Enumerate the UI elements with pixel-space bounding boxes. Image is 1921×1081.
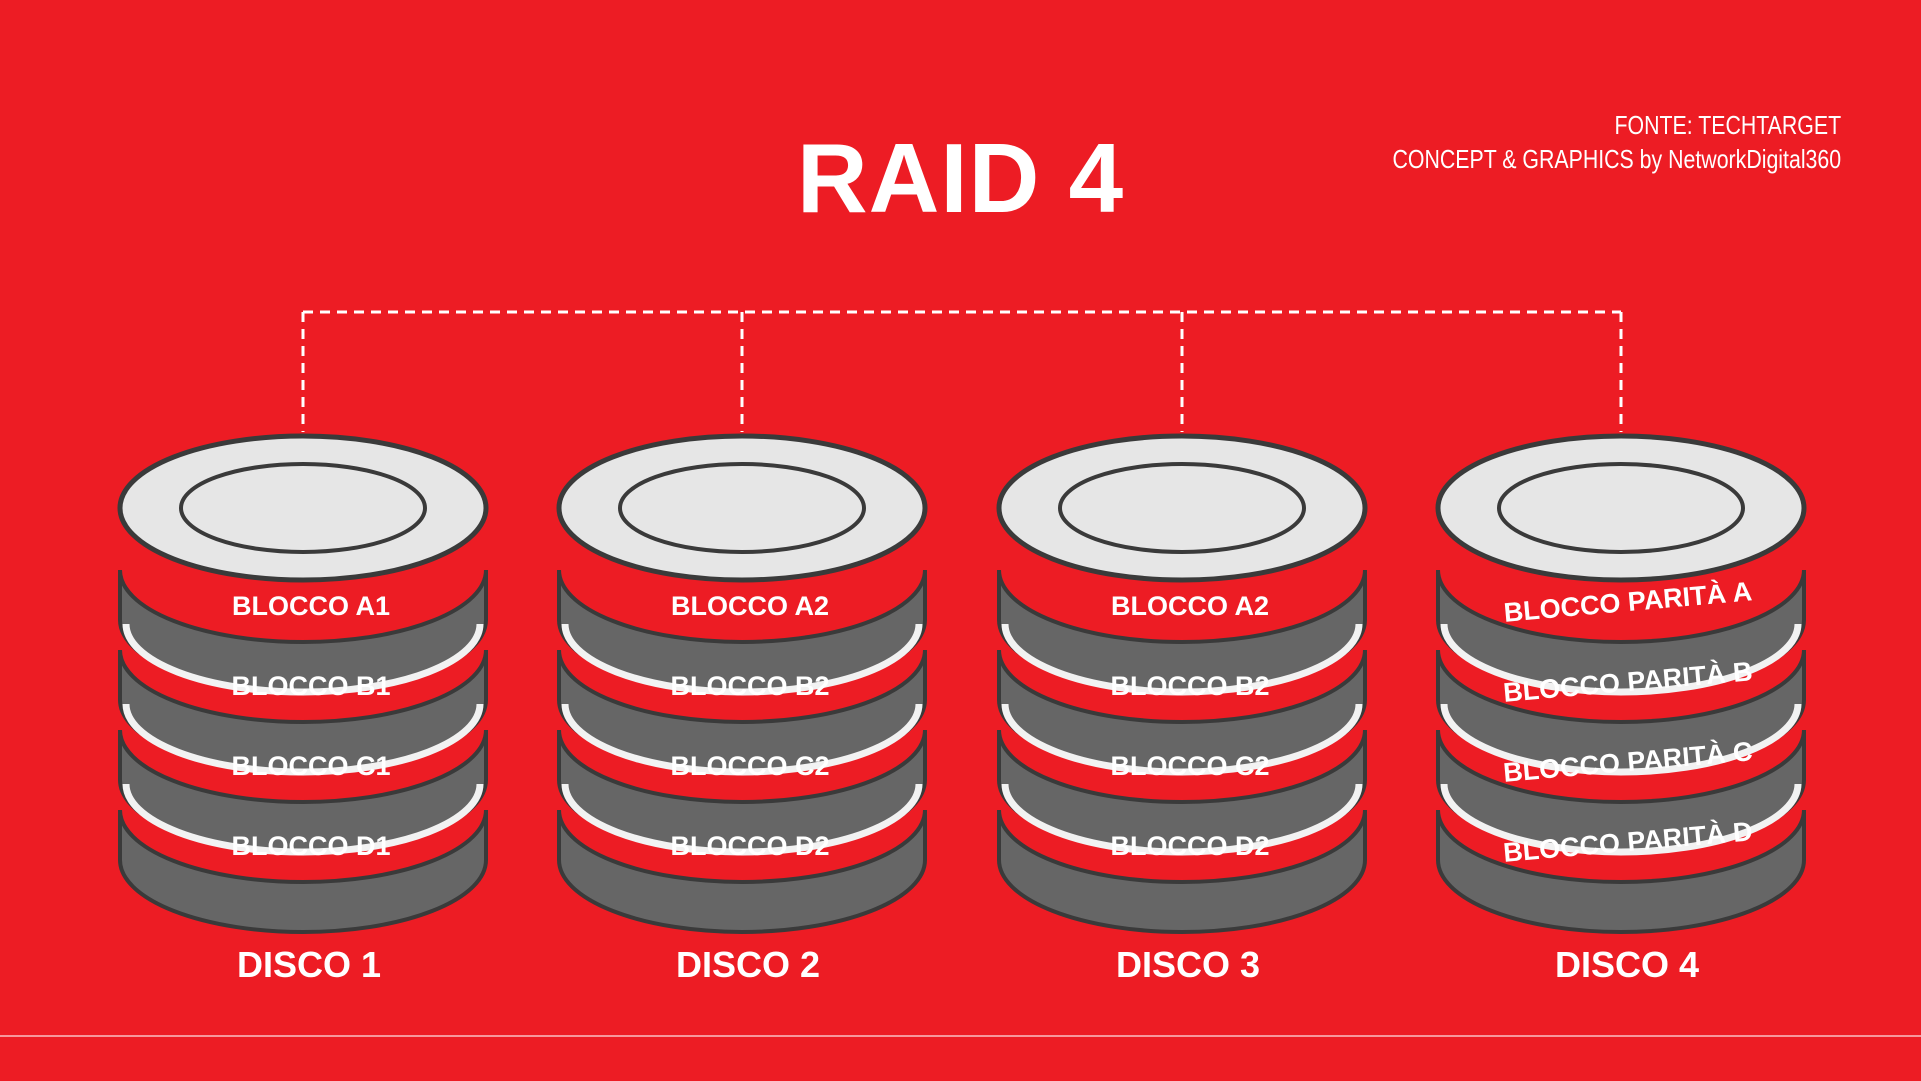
disk-1: BLOCCO A1 BLOCCO B1 BLOCCO C1 BLOCCO D1 [117,433,489,934]
disk-2-separator-3 [561,783,923,856]
block-label: BLOCCO PARITÀ A [1502,575,1753,628]
block-label: BLOCCO B2 [1110,671,1269,701]
disk-1-separator-3 [122,783,484,856]
disk-2-top-inner [618,462,866,554]
disk-2-separator-1 [561,623,923,696]
disk-3-separator-1 [1001,623,1363,696]
credits: FONTE: TECHTARGET CONCEPT & GRAPHICS by … [1392,108,1841,176]
disks: BLOCCO A1 BLOCCO B1 BLOCCO C1 BLOCCO D1 DISC… [117,433,1807,985]
disk-3-top-inner [1058,462,1306,554]
disk-3-separator-2 [1001,703,1363,776]
block-label: BLOCCO A2 [671,591,829,621]
bottom-divider [0,1035,1921,1037]
disk-1-separator-2 [122,703,484,776]
disk-2-separator-2 [561,703,923,776]
disk-label: DISCO 1 [237,944,381,985]
block-label: BLOCCO D2 [1110,831,1269,861]
disk-label: DISCO 2 [676,944,820,985]
disk-1-section-4 [118,809,488,934]
disk-2: BLOCCO A2 BLOCCO B2 BLOCCO C2 BLOCCO D2 [556,433,928,934]
disk-4-section-4 [1436,809,1806,934]
disk-3-section-4 [997,809,1367,934]
disk-4-separator-1 [1440,623,1802,696]
block-label: BLOCCO D1 [231,831,390,861]
diagram-title: RAID 4 [796,123,1125,233]
disk-1-separator-1 [122,623,484,696]
disk-2-section-4 [557,809,927,934]
connector-lines [301,310,1623,432]
disk-label: DISCO 4 [1555,944,1699,985]
disk-4-separator-3 [1440,783,1802,856]
disk-4-separator-2 [1440,703,1802,776]
block-label: BLOCCO A2 [1111,591,1269,621]
block-label: BLOCCO B2 [670,671,829,701]
source-credit: FONTE: TECHTARGET [1614,110,1841,140]
block-label: BLOCCO C1 [231,751,390,781]
block-label: BLOCCO B1 [231,671,390,701]
disk-label: DISCO 3 [1116,944,1260,985]
disk-4-top-inner [1497,462,1745,554]
disk-3-separator-3 [1001,783,1363,856]
block-label: BLOCCO C2 [670,751,829,781]
disk-1-top-inner [179,462,427,554]
block-label: BLOCCO D2 [670,831,829,861]
block-label: BLOCCO C2 [1110,751,1269,781]
block-label: BLOCCO A1 [232,591,390,621]
concept-credit: CONCEPT & GRAPHICS by NetworkDigital360 [1392,144,1841,174]
disk-3: BLOCCO A2 BLOCCO B2 BLOCCO C2 BLOCCO D2 [996,433,1368,934]
